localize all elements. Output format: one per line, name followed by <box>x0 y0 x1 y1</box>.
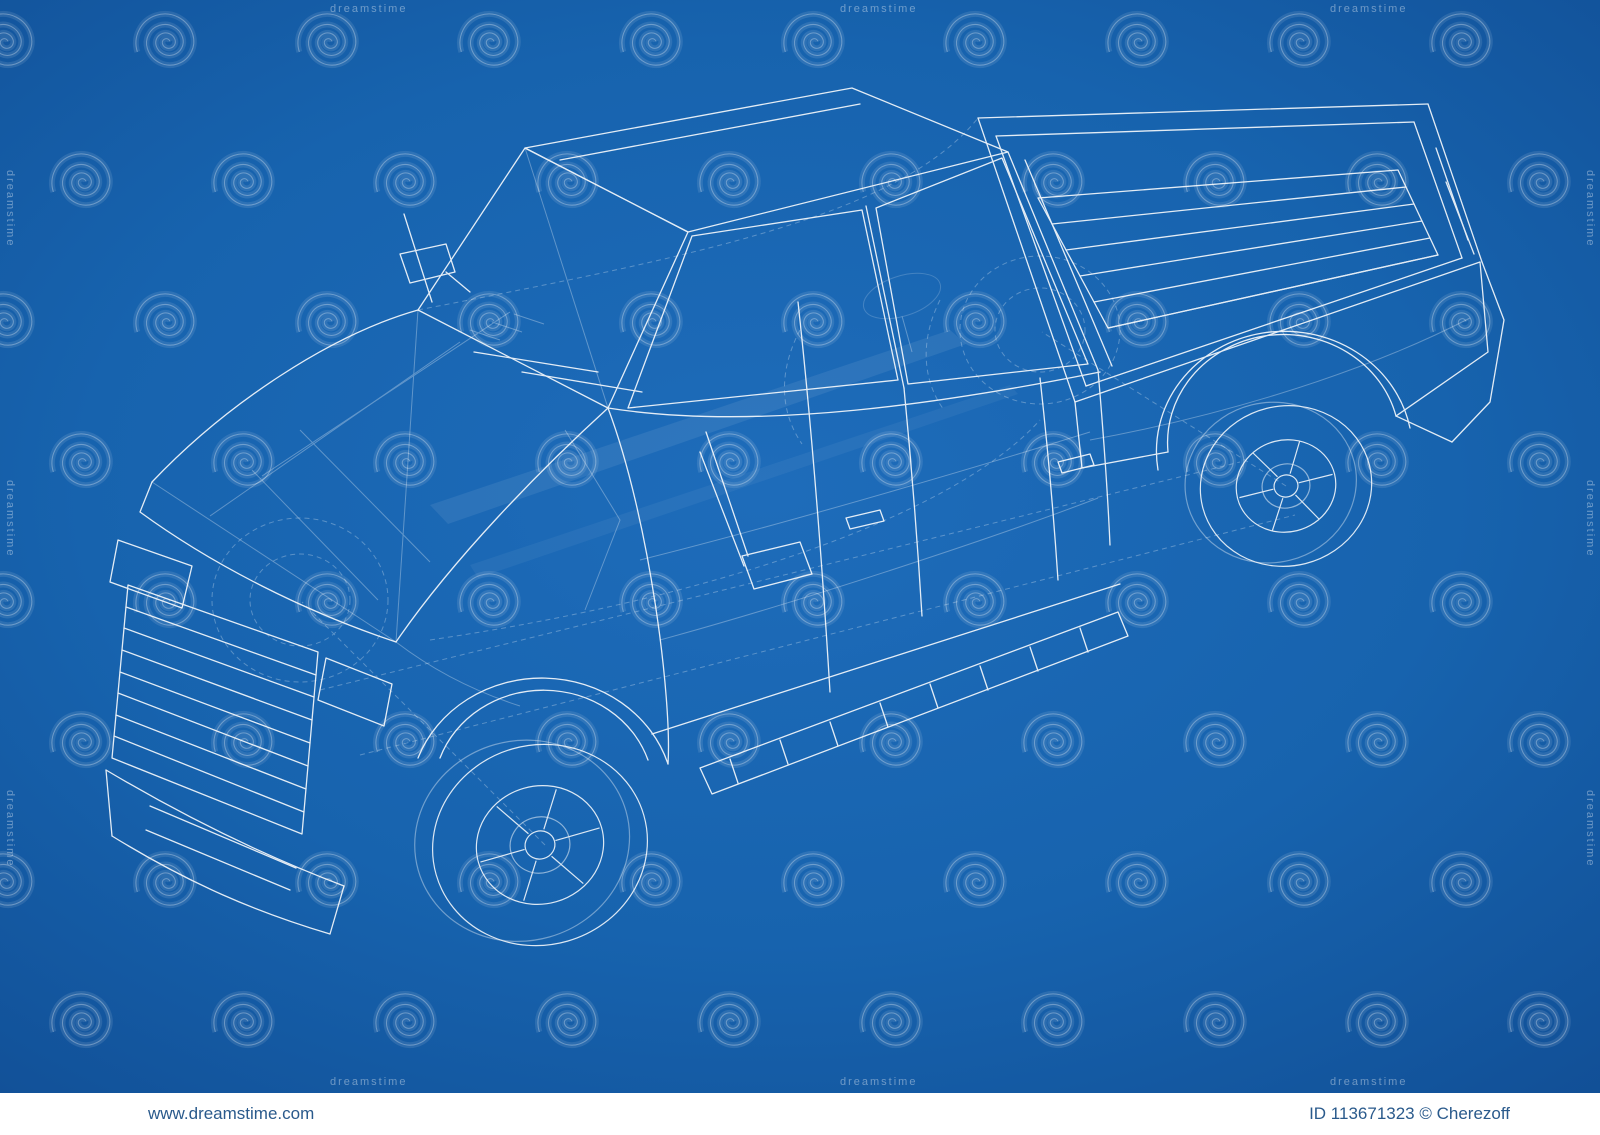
truck-wireframe-blueprint <box>0 0 1600 1093</box>
truck-body <box>105 87 1505 935</box>
front-wheel <box>414 739 649 947</box>
blueprint-canvas: dreamstime dreamstime dreamstime dreamst… <box>0 0 1600 1093</box>
rear-wheel <box>1184 401 1373 567</box>
watermark-footer-bar: www.dreamstime.com ID 113671323 © Cherez… <box>0 1093 1600 1135</box>
light-streaks <box>430 330 1018 578</box>
image-credit: ID 113671323 © Cherezoff <box>1309 1104 1510 1123</box>
watermark-site-url: www.dreamstime.com <box>148 1104 315 1123</box>
truck-detail-lines <box>151 147 1471 707</box>
